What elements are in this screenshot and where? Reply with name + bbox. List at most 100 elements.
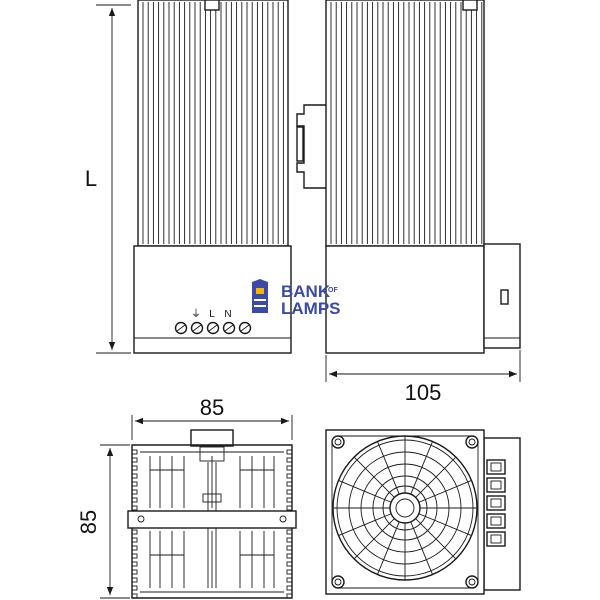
edge-tooth bbox=[131, 473, 138, 479]
side-terminal-screw bbox=[490, 480, 502, 490]
terminal-label-n: N bbox=[224, 309, 231, 320]
edge-tooth bbox=[131, 569, 138, 575]
front-heatsink bbox=[137, 0, 289, 247]
bottom-profile-fins bbox=[131, 449, 293, 599]
guard-spoke bbox=[377, 441, 400, 495]
dim-height-label: 85 bbox=[76, 510, 101, 534]
din-rail-clip bbox=[296, 104, 326, 189]
guard-spoke bbox=[377, 521, 400, 575]
bottom-view: 85 85 bbox=[76, 395, 297, 599]
front-heatsink-fins bbox=[142, 2, 284, 244]
edge-tooth bbox=[286, 449, 293, 455]
screw-slot bbox=[240, 324, 250, 332]
front-top-tab bbox=[204, 0, 220, 11]
edge-tooth bbox=[286, 593, 293, 599]
side-terminal bbox=[486, 513, 506, 529]
side-terminal-screw bbox=[490, 534, 502, 544]
edge-tooth bbox=[286, 561, 293, 567]
guard-spoke bbox=[338, 513, 392, 536]
edge-tooth bbox=[286, 577, 293, 583]
front-view: L ⏚ L N bbox=[85, 0, 292, 354]
edge-tooth bbox=[131, 537, 138, 543]
guard-spoke bbox=[418, 480, 472, 503]
screw-slot bbox=[208, 324, 218, 332]
corner-screw-hole bbox=[334, 438, 342, 446]
screw-slot bbox=[176, 324, 186, 332]
edge-tooth bbox=[286, 545, 293, 551]
fan-guard-grille bbox=[332, 435, 478, 581]
edge-tooth bbox=[131, 545, 138, 551]
corner-screw bbox=[465, 575, 479, 589]
side-terminal bbox=[486, 477, 506, 493]
lighthouse-lamp bbox=[256, 288, 264, 294]
side-heatsink bbox=[325, 0, 485, 247]
edge-tooth bbox=[131, 505, 138, 511]
edge-tooth bbox=[131, 593, 138, 599]
edge-tooth bbox=[131, 529, 138, 535]
edge-tooth bbox=[286, 481, 293, 487]
edge-tooth bbox=[131, 585, 138, 591]
corner-screw bbox=[465, 435, 479, 449]
terminal-screw bbox=[238, 321, 252, 335]
bottom-center-lug bbox=[199, 446, 225, 462]
edge-tooth bbox=[131, 465, 138, 471]
edge-tooth bbox=[286, 529, 293, 535]
lighthouse-icon bbox=[252, 279, 268, 313]
edge-tooth bbox=[286, 457, 293, 463]
logo-line1: BANK bbox=[281, 282, 331, 301]
fan-terminal-block bbox=[486, 459, 506, 547]
guard-spoke bbox=[353, 456, 395, 498]
terminal-screw bbox=[190, 321, 204, 335]
corner-screw-hole bbox=[334, 578, 342, 586]
terminal-label-earth: ⏚ bbox=[191, 308, 201, 320]
edge-tooth bbox=[131, 553, 138, 559]
edge-tooth bbox=[286, 553, 293, 559]
edge-tooth bbox=[286, 537, 293, 543]
screw-slot bbox=[192, 324, 202, 332]
edge-tooth bbox=[131, 497, 138, 503]
terminal-screw bbox=[206, 321, 220, 335]
side-housing bbox=[325, 245, 485, 354]
corner-screw-hole bbox=[468, 578, 476, 586]
side-terminal-screw bbox=[490, 498, 502, 508]
edge-tooth bbox=[286, 505, 293, 511]
dim-length-label: L bbox=[85, 166, 97, 191]
side-view: 105 bbox=[296, 0, 521, 405]
guard-spoke bbox=[415, 518, 457, 560]
edge-tooth bbox=[131, 457, 138, 463]
dim-width-label: 85 bbox=[200, 395, 224, 420]
guard-spoke bbox=[410, 521, 433, 575]
side-heatsink-fins bbox=[330, 2, 483, 244]
guard-spoke bbox=[415, 456, 457, 498]
guard-spoke bbox=[418, 513, 472, 536]
fan-corner-screws bbox=[331, 435, 479, 589]
edge-tooth bbox=[286, 465, 293, 471]
side-terminal bbox=[486, 531, 506, 547]
bank-of-lamps-logo: BANK OF LAMPS bbox=[252, 279, 341, 318]
edge-tooth bbox=[286, 585, 293, 591]
screw-slot bbox=[224, 324, 234, 332]
edge-tooth bbox=[286, 569, 293, 575]
front-terminal-screws bbox=[174, 321, 252, 335]
side-top-tab bbox=[462, 0, 478, 11]
corner-screw bbox=[331, 435, 345, 449]
bottom-top-tab bbox=[190, 429, 234, 447]
guard-spoke bbox=[410, 441, 433, 495]
corner-screw bbox=[331, 575, 345, 589]
bottom-clamp-bar bbox=[127, 510, 297, 529]
edge-tooth bbox=[131, 577, 138, 583]
side-terminal bbox=[486, 495, 506, 511]
logo-line1-small: OF bbox=[328, 287, 338, 294]
edge-tooth bbox=[131, 489, 138, 495]
edge-tooth bbox=[286, 473, 293, 479]
edge-tooth bbox=[286, 489, 293, 495]
din-clip-spring bbox=[296, 126, 304, 162]
side-terminal bbox=[486, 459, 506, 475]
logo-line2: LAMPS bbox=[281, 299, 341, 318]
corner-screw-hole bbox=[468, 438, 476, 446]
fan-hub bbox=[389, 492, 421, 524]
side-terminal-screw bbox=[490, 516, 502, 526]
guard-spoke bbox=[338, 480, 392, 503]
terminal-label-l: L bbox=[209, 309, 215, 320]
